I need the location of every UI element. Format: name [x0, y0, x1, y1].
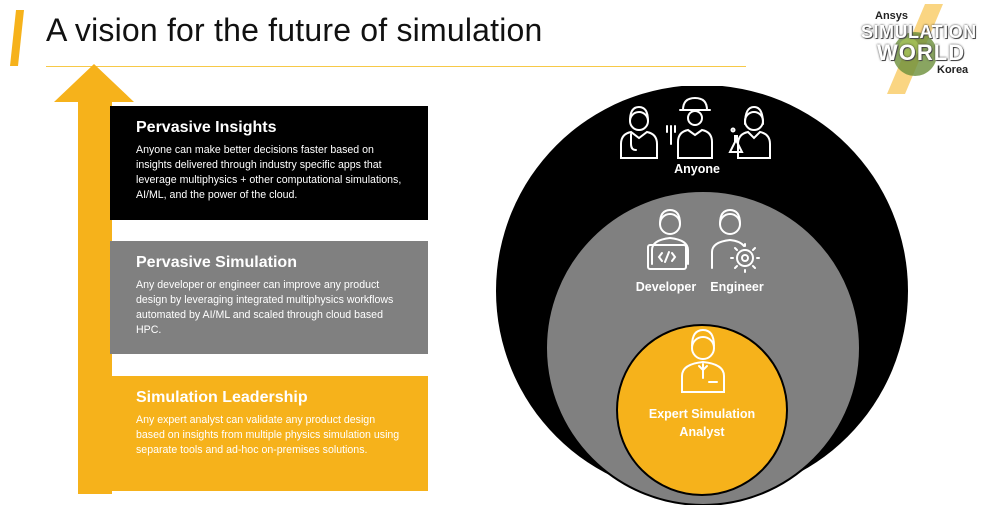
- logo-brand: Ansys: [875, 10, 909, 22]
- progression-arrow: [54, 64, 134, 494]
- logo-line2: WORLD: [877, 40, 966, 65]
- page-title: A vision for the future of simulation: [46, 12, 543, 48]
- outer-circle-label: Anyone: [674, 162, 720, 176]
- stage-pervasive-simulation: Pervasive Simulation Any developer or en…: [110, 241, 428, 354]
- title-divider: [46, 66, 746, 67]
- inner-label-line2: Analyst: [679, 425, 725, 439]
- stage-description: Any developer or engineer can improve an…: [136, 279, 394, 336]
- analyst-icon: [681, 328, 725, 393]
- logo-region: Korea: [937, 64, 969, 76]
- inner-circle-experts: [616, 324, 788, 496]
- developer-label: Developer: [636, 280, 697, 294]
- logo-line1: SIMULATION: [861, 22, 977, 42]
- stage-title: Simulation Leadership: [136, 389, 308, 406]
- audience-circles: Anyone Developer Engineer Expert Simulat…: [496, 86, 908, 505]
- inner-label-line1: Expert Simulation: [649, 407, 755, 421]
- stage-pervasive-insights: Pervasive Insights Anyone can make bette…: [110, 106, 428, 220]
- title-accent-slash: [10, 10, 24, 66]
- stage-simulation-leadership: Simulation Leadership Any expert analyst…: [110, 376, 428, 491]
- scientist-icon: [728, 105, 771, 159]
- logo-graphic: [887, 4, 943, 94]
- doctor-icon: [620, 105, 658, 159]
- engineer-label: Engineer: [710, 280, 764, 294]
- stage-description: Anyone can make better decisions faster …: [136, 144, 402, 201]
- technician-icon: [666, 96, 713, 159]
- stage-title: Pervasive Simulation: [136, 254, 297, 271]
- stage-title: Pervasive Insights: [136, 119, 277, 136]
- simulation-world-logo: Ansys SIMULATION WORLD Korea: [855, 4, 985, 94]
- engineer-icon: [711, 208, 760, 273]
- stage-description: Any expert analyst can validate any prod…: [136, 414, 400, 456]
- developer-icon: [647, 208, 689, 270]
